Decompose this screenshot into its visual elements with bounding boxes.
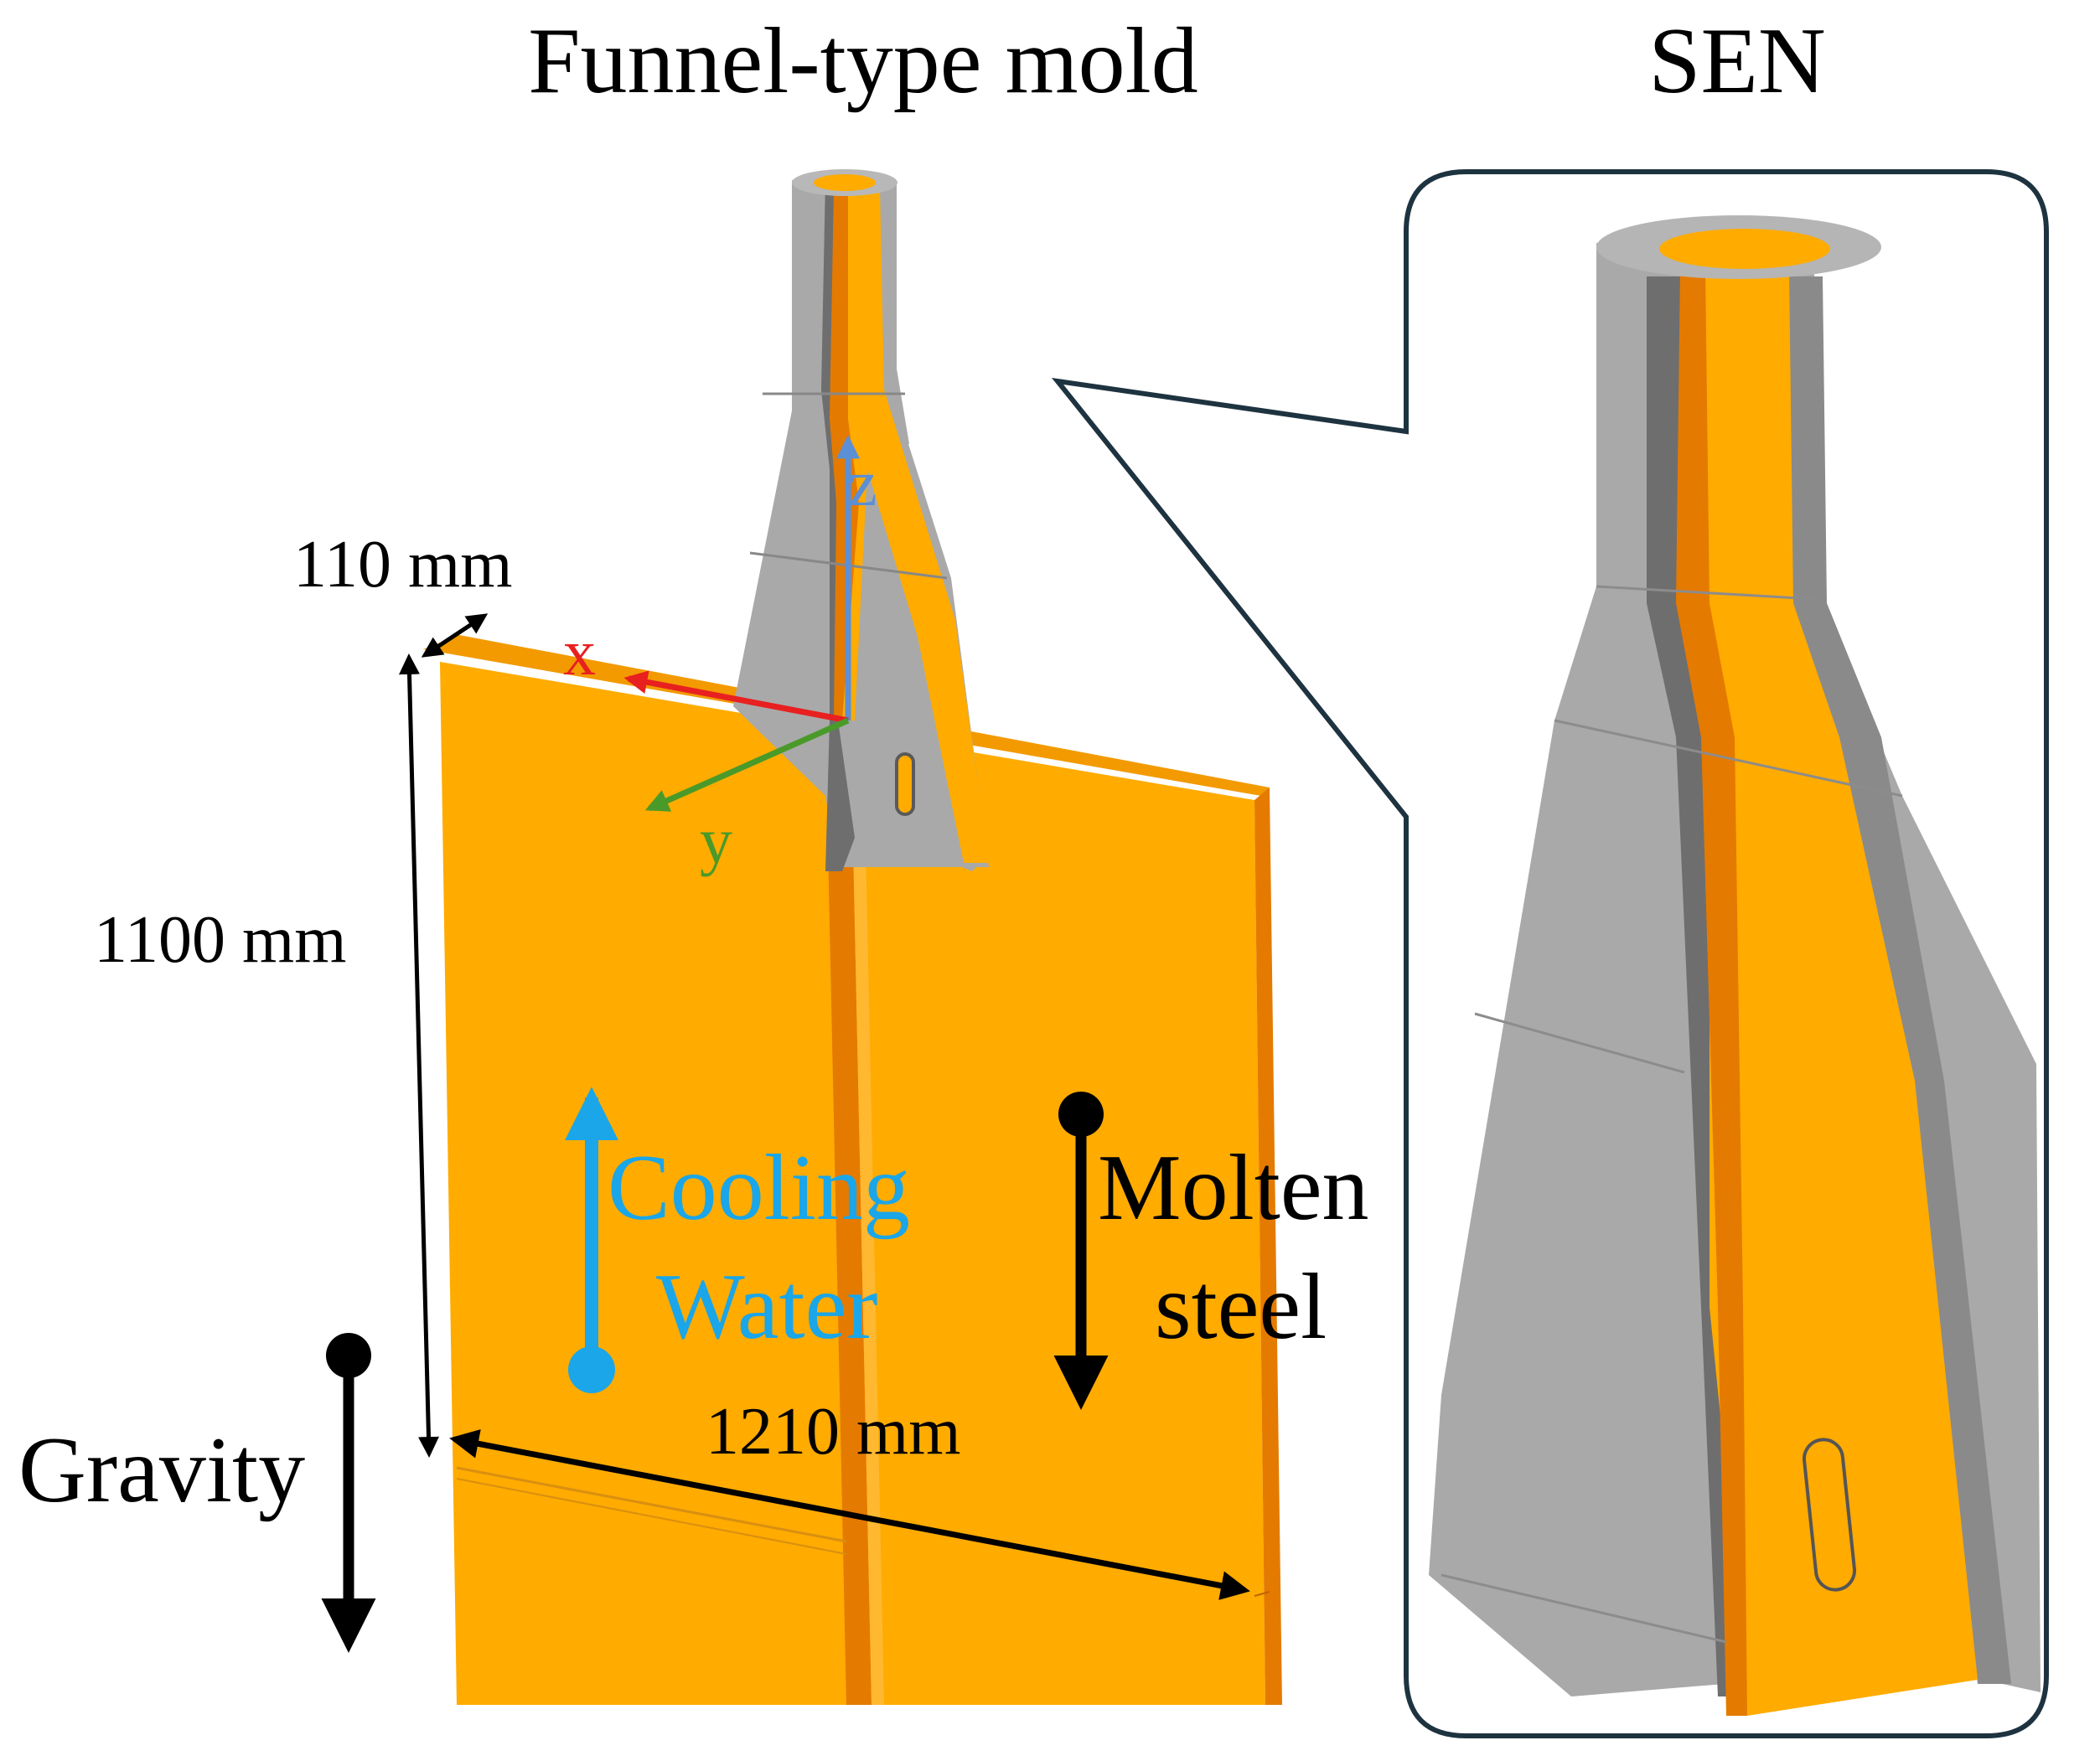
- thickness-arrow: [421, 613, 489, 658]
- sen-seam-lower: [1474, 1012, 1685, 1074]
- sen-flow: [1693, 268, 1978, 1716]
- left-title: Funnel-type mold: [528, 9, 1197, 113]
- sen-seam-bottom: [1441, 1573, 1727, 1644]
- cooling-label-2: Water: [656, 1255, 878, 1359]
- dimension-annotations: 110 mm 1100 mm 1210 mm: [94, 528, 1250, 1600]
- y-axis-label: y: [700, 804, 732, 877]
- coordinate-axes: z x y: [563, 435, 877, 877]
- mold-sen-port: [895, 752, 915, 816]
- right-title: SEN: [1648, 9, 1826, 113]
- z-axis-label: z: [848, 447, 877, 519]
- flow-indicators: Cooling Water Molten steel Gravity: [18, 1087, 1369, 1653]
- gravity-label: Gravity: [18, 1418, 305, 1522]
- width-arrow: [449, 1429, 1250, 1600]
- mold-right-seam: [1254, 1591, 1270, 1597]
- thickness-label: 110 mm: [293, 528, 512, 602]
- gravity-origin: [326, 1333, 371, 1378]
- cooling-label-1: Cooling: [608, 1136, 910, 1240]
- sen-seam-upper: [1596, 585, 1815, 601]
- sen-detail: [1429, 215, 2041, 1716]
- molten-label-1: Molten: [1098, 1136, 1369, 1240]
- mold-sen-top-inner: [814, 174, 876, 191]
- x-axis-label: x: [563, 616, 596, 689]
- mold-side-face: [1254, 788, 1282, 1705]
- width-label: 1210 mm: [706, 1395, 960, 1469]
- molten-steel-origin: [1058, 1092, 1104, 1137]
- x-axis-arrow: [623, 670, 849, 724]
- y-axis-arrow: [644, 717, 850, 812]
- mold-sen-flow: [842, 188, 989, 863]
- cooling-water-origin: [568, 1346, 615, 1393]
- sen-seam-mid: [1554, 719, 1903, 798]
- sen-right-wall: [1789, 276, 2011, 1684]
- sen-flow-cut: [1676, 268, 1747, 1716]
- height-label: 1100 mm: [94, 903, 346, 977]
- height-arrow: [399, 653, 439, 1458]
- molten-label-2: steel: [1155, 1255, 1327, 1359]
- sen-port: [1802, 1438, 1857, 1592]
- sen-top-inner: [1659, 229, 1830, 269]
